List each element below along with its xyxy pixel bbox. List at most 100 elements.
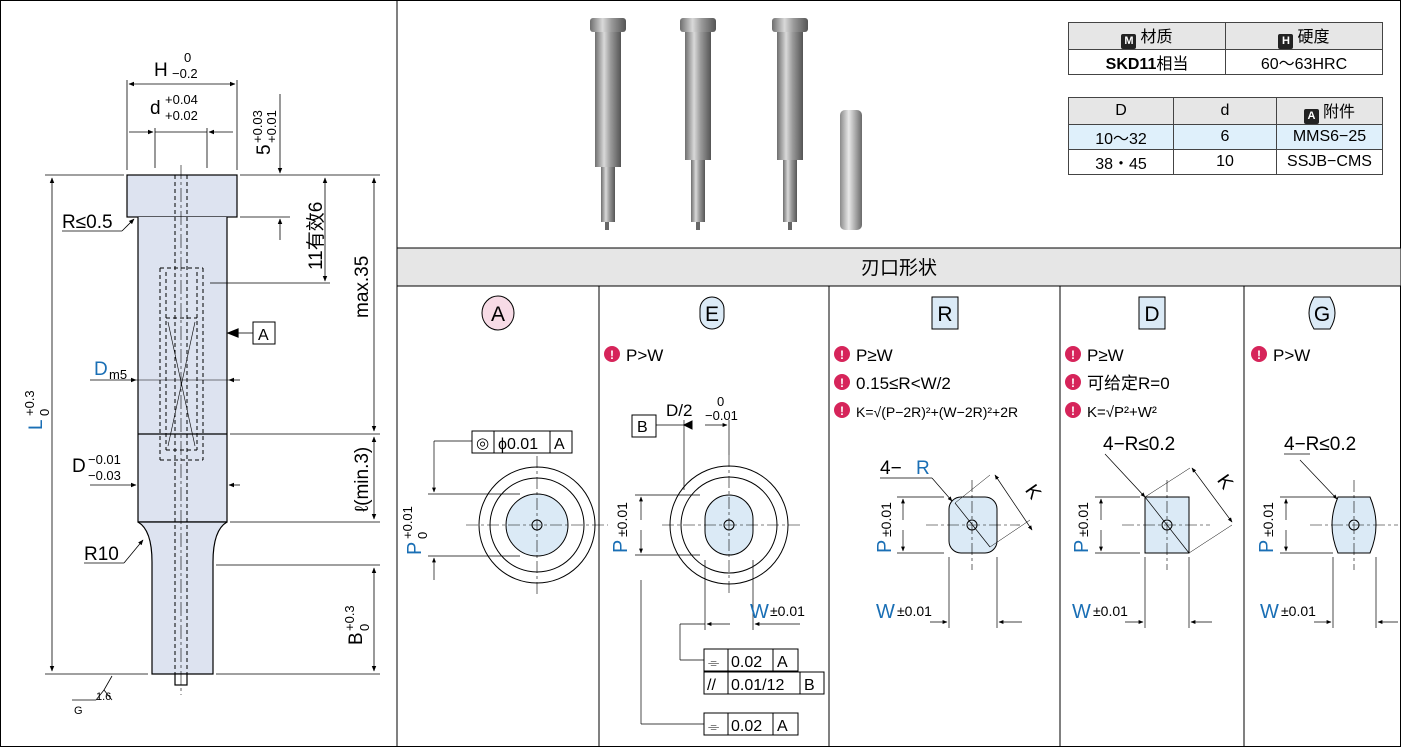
shape-a-p: P <box>404 542 426 555</box>
svg-text:0: 0 <box>184 50 191 65</box>
datum-a-label: A <box>258 327 269 344</box>
shape-g-radius-label: 4−R≤0.2 <box>1284 434 1356 455</box>
section-header-bar <box>396 247 1401 287</box>
frame-e1-val: 0.02 <box>731 654 762 671</box>
svg-text:!: ! <box>1071 348 1075 362</box>
punch-dimension-labels: H 0 −0.2 d +0.04 +0.02 5 +0.03 +0.01 11有… <box>22 50 373 717</box>
svg-text:±0.01: ±0.01 <box>878 502 894 537</box>
dim-b: B <box>346 632 367 645</box>
note-d1: P≥W <box>1087 346 1124 365</box>
svg-text:−0.03: −0.03 <box>88 468 121 483</box>
r05-label: R≤0.5 <box>62 212 113 233</box>
svg-text:±0.01: ±0.01 <box>1075 502 1091 537</box>
dim-h: H <box>154 60 168 81</box>
dim-d: d <box>150 98 161 119</box>
svg-text:+0.3: +0.3 <box>342 605 357 631</box>
svg-text:±0.01: ±0.01 <box>614 502 630 537</box>
svg-text:−0.01: −0.01 <box>705 408 738 423</box>
col-header-d-large: D <box>1068 97 1174 125</box>
product-photo-punches <box>590 18 862 230</box>
svg-text:R: R <box>916 458 930 479</box>
punch-photo <box>772 18 808 230</box>
svg-text:±0.01: ±0.01 <box>1281 603 1316 619</box>
note-d2: 可给定R=0 <box>1087 374 1170 393</box>
punch-head <box>126 174 238 218</box>
svg-text:⌯: ⌯ <box>708 654 719 670</box>
svg-text:±0.01: ±0.01 <box>770 603 805 619</box>
dim-11: 11有效6 <box>305 202 327 270</box>
punch-tip <box>137 521 228 675</box>
frame-e2-val: 0.01/12 <box>731 677 784 694</box>
shape-e-w: W <box>750 601 769 623</box>
note-r3: K=√(P−2R)²+(W−2R)²+2R <box>856 404 1018 420</box>
frame-a-ref: A <box>554 436 565 453</box>
svg-text:−0.01: −0.01 <box>88 452 121 467</box>
shape-r-drawing <box>880 474 1033 628</box>
svg-text:±0.01: ±0.01 <box>1093 603 1128 619</box>
shape-r-letter: R <box>937 303 952 326</box>
shape-d-drawing <box>1095 453 1233 628</box>
roughness-g: G <box>74 705 83 717</box>
svg-text://: // <box>707 677 716 694</box>
shape-r-k: K <box>1020 481 1045 504</box>
shape-g-w: W <box>1260 601 1279 623</box>
svg-text:+0.02: +0.02 <box>165 108 198 123</box>
table-row: 10～32 6 MMS6−25 <box>1068 124 1383 150</box>
frame-e3-val: 0.02 <box>731 718 762 735</box>
note-d3: K=√P²+W² <box>1087 404 1157 421</box>
punch-body <box>137 217 228 523</box>
shape-d-letter: D <box>1144 303 1159 326</box>
svg-text:A: A <box>777 718 788 735</box>
table-row: 38・45 10 SSJB−CMS <box>1068 149 1383 175</box>
r10-label: R10 <box>84 544 119 565</box>
svg-text:0: 0 <box>415 532 430 539</box>
svg-text:A: A <box>777 654 788 671</box>
punch-drawing <box>45 80 380 701</box>
shape-letters: A E R D G <box>481 295 1336 331</box>
svg-text:0: 0 <box>37 409 52 416</box>
shape-r-p: P <box>874 540 896 553</box>
shape-a-drawing <box>428 430 608 594</box>
note-e: P>W <box>626 346 663 365</box>
shape-r-w: W <box>876 601 895 623</box>
punch-photo <box>590 18 626 230</box>
note-g1: P>W <box>1273 346 1310 365</box>
svg-text:!: ! <box>1071 404 1075 418</box>
svg-text:⌯: ⌯ <box>708 718 719 734</box>
shape-e-letter: E <box>705 303 719 326</box>
svg-text:+0.01: +0.01 <box>400 506 415 539</box>
svg-text:!: ! <box>840 348 844 362</box>
note-r2: 0.15≤R<W/2 <box>856 374 951 393</box>
shape-d-radius-label: 4−R≤0.2 <box>1103 434 1175 455</box>
svg-text:m5: m5 <box>109 367 127 382</box>
material-badge-icon: M <box>1121 34 1137 49</box>
dim-l: L <box>26 419 47 430</box>
shape-g-p: P <box>1256 540 1278 553</box>
svg-text:!: ! <box>1071 376 1075 390</box>
shape-d-w: W <box>1072 601 1091 623</box>
frame-a-sym: ◎ <box>476 435 489 452</box>
punch-photo <box>680 18 716 230</box>
svg-text:B: B <box>804 677 815 694</box>
dim-d-minus: D <box>72 456 86 477</box>
shape-g-letter: G <box>1314 303 1330 326</box>
hardness-badge-icon: H <box>1278 34 1294 49</box>
svg-text:−0.2: −0.2 <box>172 66 198 81</box>
hardness-value: 60～63HRC <box>1225 49 1383 75</box>
shape-d-k: K <box>1212 471 1237 494</box>
datum-b-label: B <box>637 419 648 436</box>
dim-d2: D/2 <box>666 401 692 420</box>
svg-text:±0.01: ±0.01 <box>897 603 932 619</box>
svg-text:!: ! <box>1257 348 1261 362</box>
note-r1: P≥W <box>856 346 893 365</box>
material-value: SKD11相当 <box>1068 49 1226 75</box>
svg-text:+0.03: +0.03 <box>250 110 265 143</box>
shape-a-letter: A <box>491 303 505 326</box>
svg-text:0: 0 <box>357 624 372 631</box>
